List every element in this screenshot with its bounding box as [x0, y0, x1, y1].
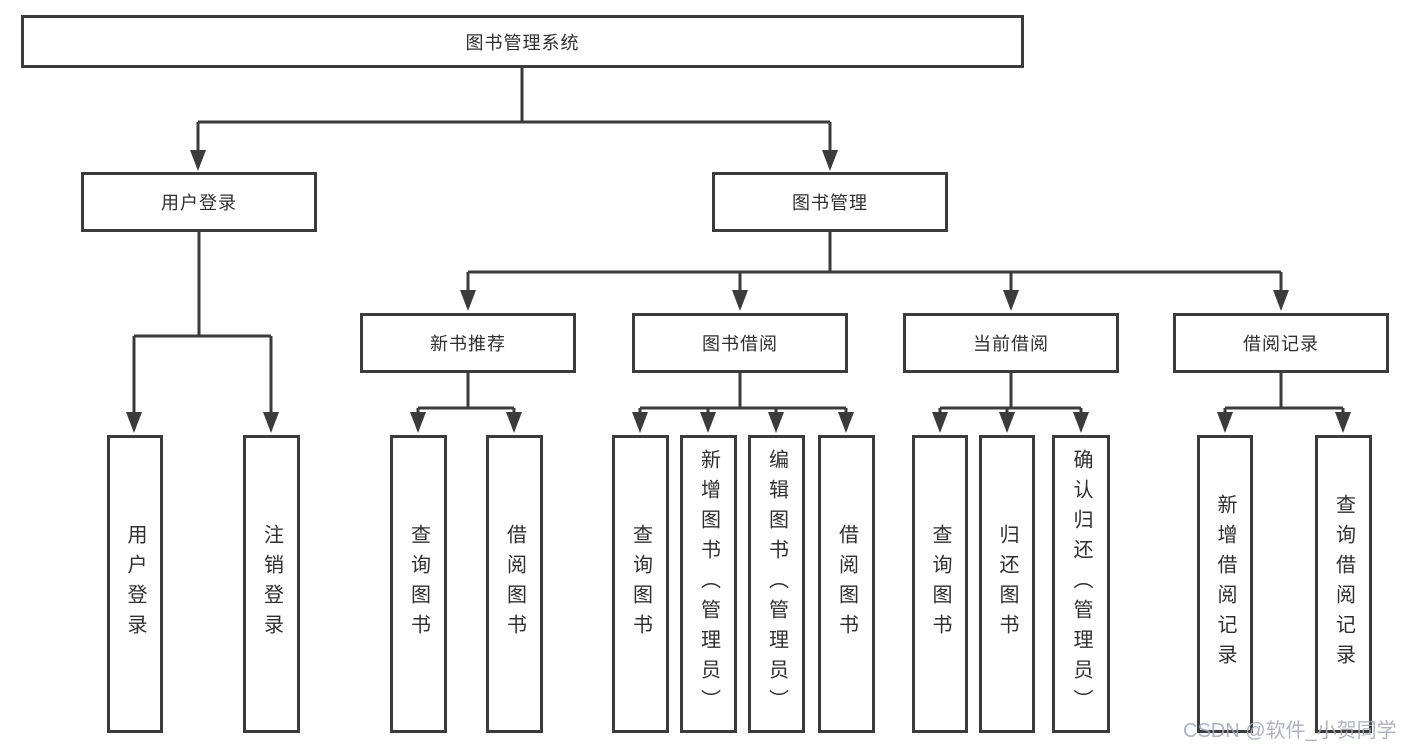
leaf-borrow-search-books: 查询图书	[612, 435, 669, 733]
node-new-book-recommend: 新书推荐	[360, 313, 576, 373]
leaf-search-borrow-record: 查询借阅记录	[1315, 435, 1372, 733]
leaf-logout: 注销登录	[243, 435, 300, 733]
csdn-watermark: CSDN @软件_小贺同学	[1183, 720, 1397, 742]
leaf-return-books: 归还图书	[979, 435, 1035, 733]
leaf-borrow-books: 借阅图书	[818, 435, 875, 733]
leaf-recommend-search-books: 查询图书	[390, 435, 447, 733]
node-book-management: 图书管理	[712, 172, 948, 232]
leaf-confirm-return-admin: 确认归还（管理员）	[1052, 435, 1110, 733]
leaf-current-search-books: 查询图书	[912, 435, 968, 733]
node-current-borrowing: 当前借阅	[903, 313, 1119, 373]
node-user-login: 用户登录	[81, 172, 317, 232]
leaf-user-login: 用户登录	[107, 435, 163, 733]
leaf-edit-books-admin: 编辑图书（管理员）	[748, 435, 805, 733]
node-library-system: 图书管理系统	[21, 15, 1024, 68]
node-borrow-records: 借阅记录	[1173, 313, 1389, 373]
leaf-recommend-borrow-books: 借阅图书	[486, 435, 543, 733]
leaf-add-books-admin: 新增图书（管理员）	[680, 435, 737, 733]
leaf-add-borrow-record: 新增借阅记录	[1197, 435, 1253, 733]
node-book-borrowing: 图书借阅	[632, 313, 848, 373]
